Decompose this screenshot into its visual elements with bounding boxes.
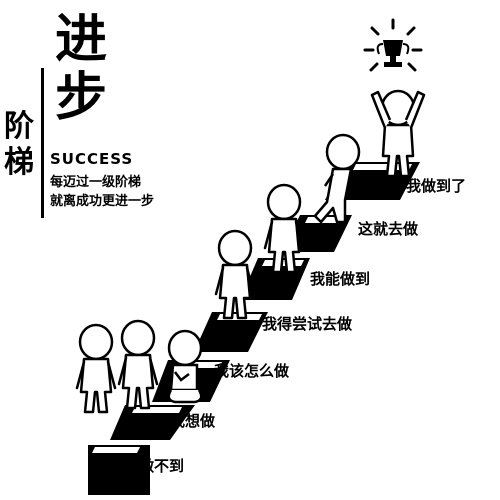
slogan-line2: 就离成功更进一步 bbox=[50, 194, 155, 209]
step-label-2: 我想做 bbox=[170, 412, 216, 430]
figure-cannot bbox=[75, 323, 117, 414]
title-divider bbox=[41, 68, 44, 218]
stair-step-2 bbox=[110, 405, 195, 440]
figure-winner bbox=[370, 89, 426, 178]
step-label-1: 我做不到 bbox=[124, 457, 185, 475]
step-label-3: 我该怎么做 bbox=[214, 362, 290, 380]
trophy-icon bbox=[363, 18, 423, 72]
title-side-line2: 梯 bbox=[4, 145, 34, 180]
stair-step-6 bbox=[282, 215, 352, 252]
step-label-6: 这就去做 bbox=[358, 220, 419, 238]
figure-climbing bbox=[313, 133, 361, 224]
title-side-line1: 阶 bbox=[4, 109, 34, 144]
stair-step-4 bbox=[194, 312, 268, 352]
title-main-line1: 进 bbox=[55, 10, 108, 70]
step-label-4: 我得尝试去做 bbox=[262, 315, 353, 333]
success-label: SUCCESS bbox=[50, 150, 134, 168]
figure-thinking bbox=[167, 329, 203, 404]
step-label-5: 我能做到 bbox=[310, 270, 371, 288]
slogan-line1: 每迈过一级阶梯 bbox=[50, 175, 142, 190]
figure-want bbox=[117, 319, 159, 410]
title-main-line2: 步 bbox=[55, 68, 108, 128]
figure-scratching-head bbox=[214, 229, 256, 320]
stair-step-1 bbox=[88, 445, 150, 495]
step-label-7: 我做到了 bbox=[406, 177, 467, 195]
